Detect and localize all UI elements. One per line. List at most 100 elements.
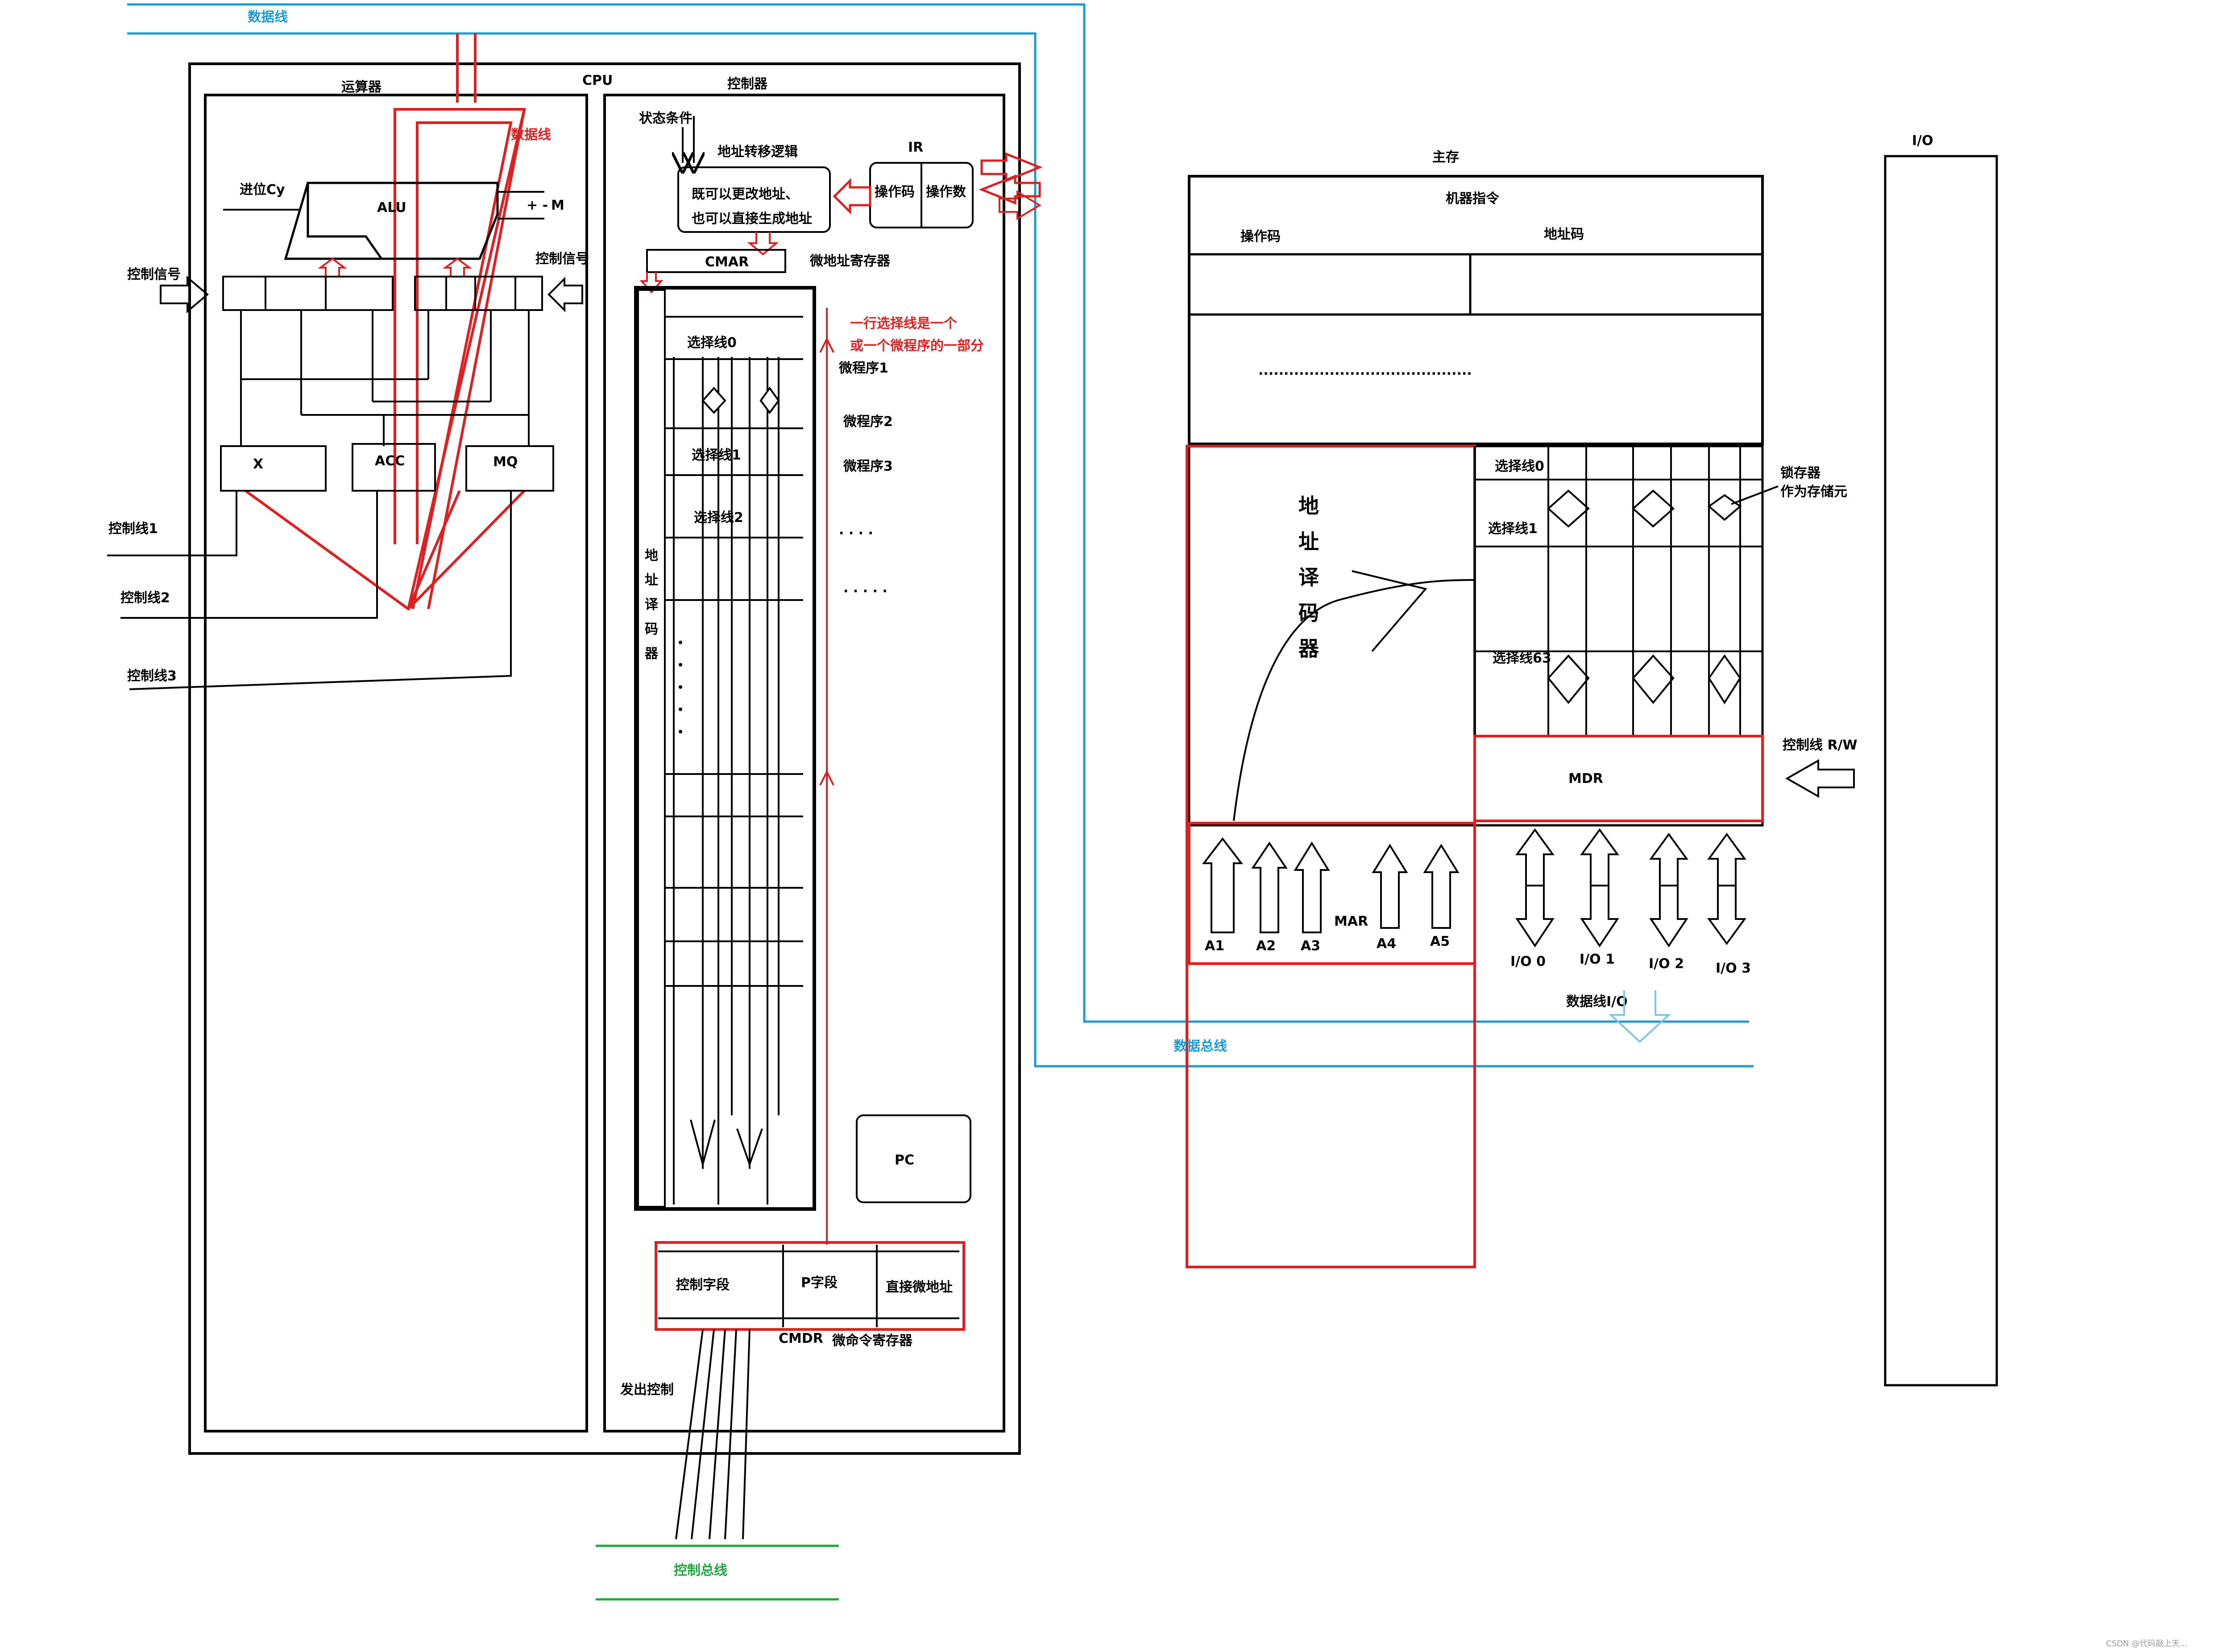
data-line-top-label: 数据线 [248,9,288,25]
a3-label: A3 [1301,938,1320,954]
mem-latch-diamonds [1547,489,1742,704]
acc-register [352,443,436,492]
microprog3-label: 微程序3 [843,459,893,474]
ctrl-field-label: 控制字段 [676,1277,730,1293]
acc-label: ACC [375,453,405,469]
svg-text:器: 器 [644,646,659,662]
sel1-label: 选择线1 [692,447,741,463]
controller-label: 控制器 [727,76,768,92]
control-output-lines [675,1329,751,1540]
svg-text:码: 码 [1298,601,1319,625]
ir-opcode-label: 操作码 [875,184,915,200]
mdr-register [1473,735,1764,822]
mar-address-arrows [1202,837,1460,933]
control-columns [673,357,780,1205]
svg-text:码: 码 [645,621,658,637]
ctrl-signal-right-label: 控制信号 [535,251,589,267]
alu-label: ALU [377,200,406,215]
a2-label: A2 [1256,938,1276,954]
mem-dots: ........................................… [1258,363,1472,378]
status-cond-label: 状态条件 [639,111,693,126]
note-line2: 或一个微程序的一部分 [850,338,984,354]
mem-sel0-label: 选择线0 [1495,459,1544,474]
red-data-path [245,33,526,611]
ctrl-rw-label: 控制线 R/W [1783,737,1858,753]
left-selector-box [222,276,394,311]
cmdr-label: CMDR [779,1331,823,1346]
issue-ctrl-label: 发出控制 [620,1382,674,1398]
io-device [1884,155,1998,1387]
m-label: M [551,198,564,213]
addr-code-label: 地址码 [1544,227,1584,242]
selection-lines [665,316,803,987]
mdr-label: MDR [1568,771,1603,787]
cpu-label: CPU [582,73,613,88]
data-line-red-label: 数据线 [511,127,551,143]
micro-addr-reg-label: 微地址寄存器 [809,253,891,269]
svg-text:址: 址 [1298,530,1319,554]
alu-unit-label: 运算器 [341,79,382,95]
microprog1-label: 微程序1 [838,360,888,376]
cpu-box [188,62,1021,1455]
mem-sel1-label: 选择线1 [1488,521,1538,537]
ctrl-signal-left-arrow [160,275,209,314]
carry-label: 进位Cy [240,182,285,198]
ir-operand-label: 操作数 [926,184,966,200]
addr-transfer-logic [677,166,831,233]
data-line-io-label: 数据线I/O [1566,994,1628,1010]
ctrl-line1-label: 控制线1 [108,521,158,537]
svg-text:址: 址 [645,572,658,588]
a5-label: A5 [1430,934,1450,949]
pc-label: PC [895,1152,914,1168]
io-double-arrows [1515,828,1746,948]
cmar-label: CMAR [705,254,749,270]
latch-sub-label: 作为存储元 [1780,484,1847,500]
io1-label: I/O 1 [1580,952,1615,967]
machine-instr-label: 机器指令 [1446,191,1500,207]
svg-text:译: 译 [1298,565,1319,589]
data-bus-lines [127,3,1754,1068]
watermark: CSDN @代码敲上天... [2106,1639,2187,1648]
io2-label: I/O 2 [1649,956,1684,972]
controller-decoder-text: 地 址 译 码 器 [644,548,659,662]
sel2-label: 选择线2 [694,510,743,526]
main-memory-top [1188,175,1764,445]
x-register [220,445,327,492]
microprog2-label: 微程序2 [843,414,893,430]
register-wiring [240,310,530,446]
addr-transfer-label: 地址转移逻辑 [717,144,798,160]
svg-text:地: 地 [645,548,658,563]
micro-addr-decoder [637,289,666,1208]
svg-text:器: 器 [1298,637,1319,661]
data-bus-label: 数据总线 [1174,1039,1227,1054]
io3-label: I/O 3 [1716,961,1751,976]
a4-label: A4 [1377,936,1396,952]
x-label: X [253,456,263,472]
dots-a: · · · · [839,526,873,541]
controller-box [603,94,1005,1433]
io-label: I/O [1912,133,1933,149]
ctrl-signal-left-label: 控制信号 [127,267,181,282]
io0-label: I/O 0 [1510,954,1546,969]
cmar-register [646,249,786,273]
mq-label: MQ [493,454,518,470]
mem-selection-lines [1475,446,1762,736]
a1-label: A1 [1205,938,1224,954]
direct-addr-label: 直接微地址 [886,1279,953,1295]
mem-decoder-text: 地 址 译 码 器 [1298,494,1319,661]
control-memory [634,286,816,1211]
mq-register [465,445,554,492]
ctrl-rw-arrow [1785,759,1855,798]
control-lines [107,491,512,690]
addr-logic-line1: 既可以更改地址、 [692,186,799,202]
ir-to-logic-arrow [833,178,871,215]
sel0-label: 选择线0 [687,335,737,351]
latch-label: 锁存器 [1780,465,1821,481]
dots-b: · · · · · [843,584,887,599]
svg-text:译: 译 [645,597,659,613]
alu-shape [307,182,499,260]
main-memory-label: 主存 [1432,149,1459,165]
ctrl-bus-label: 控制总线 [674,1563,727,1578]
mar-label: MAR [1334,914,1368,929]
